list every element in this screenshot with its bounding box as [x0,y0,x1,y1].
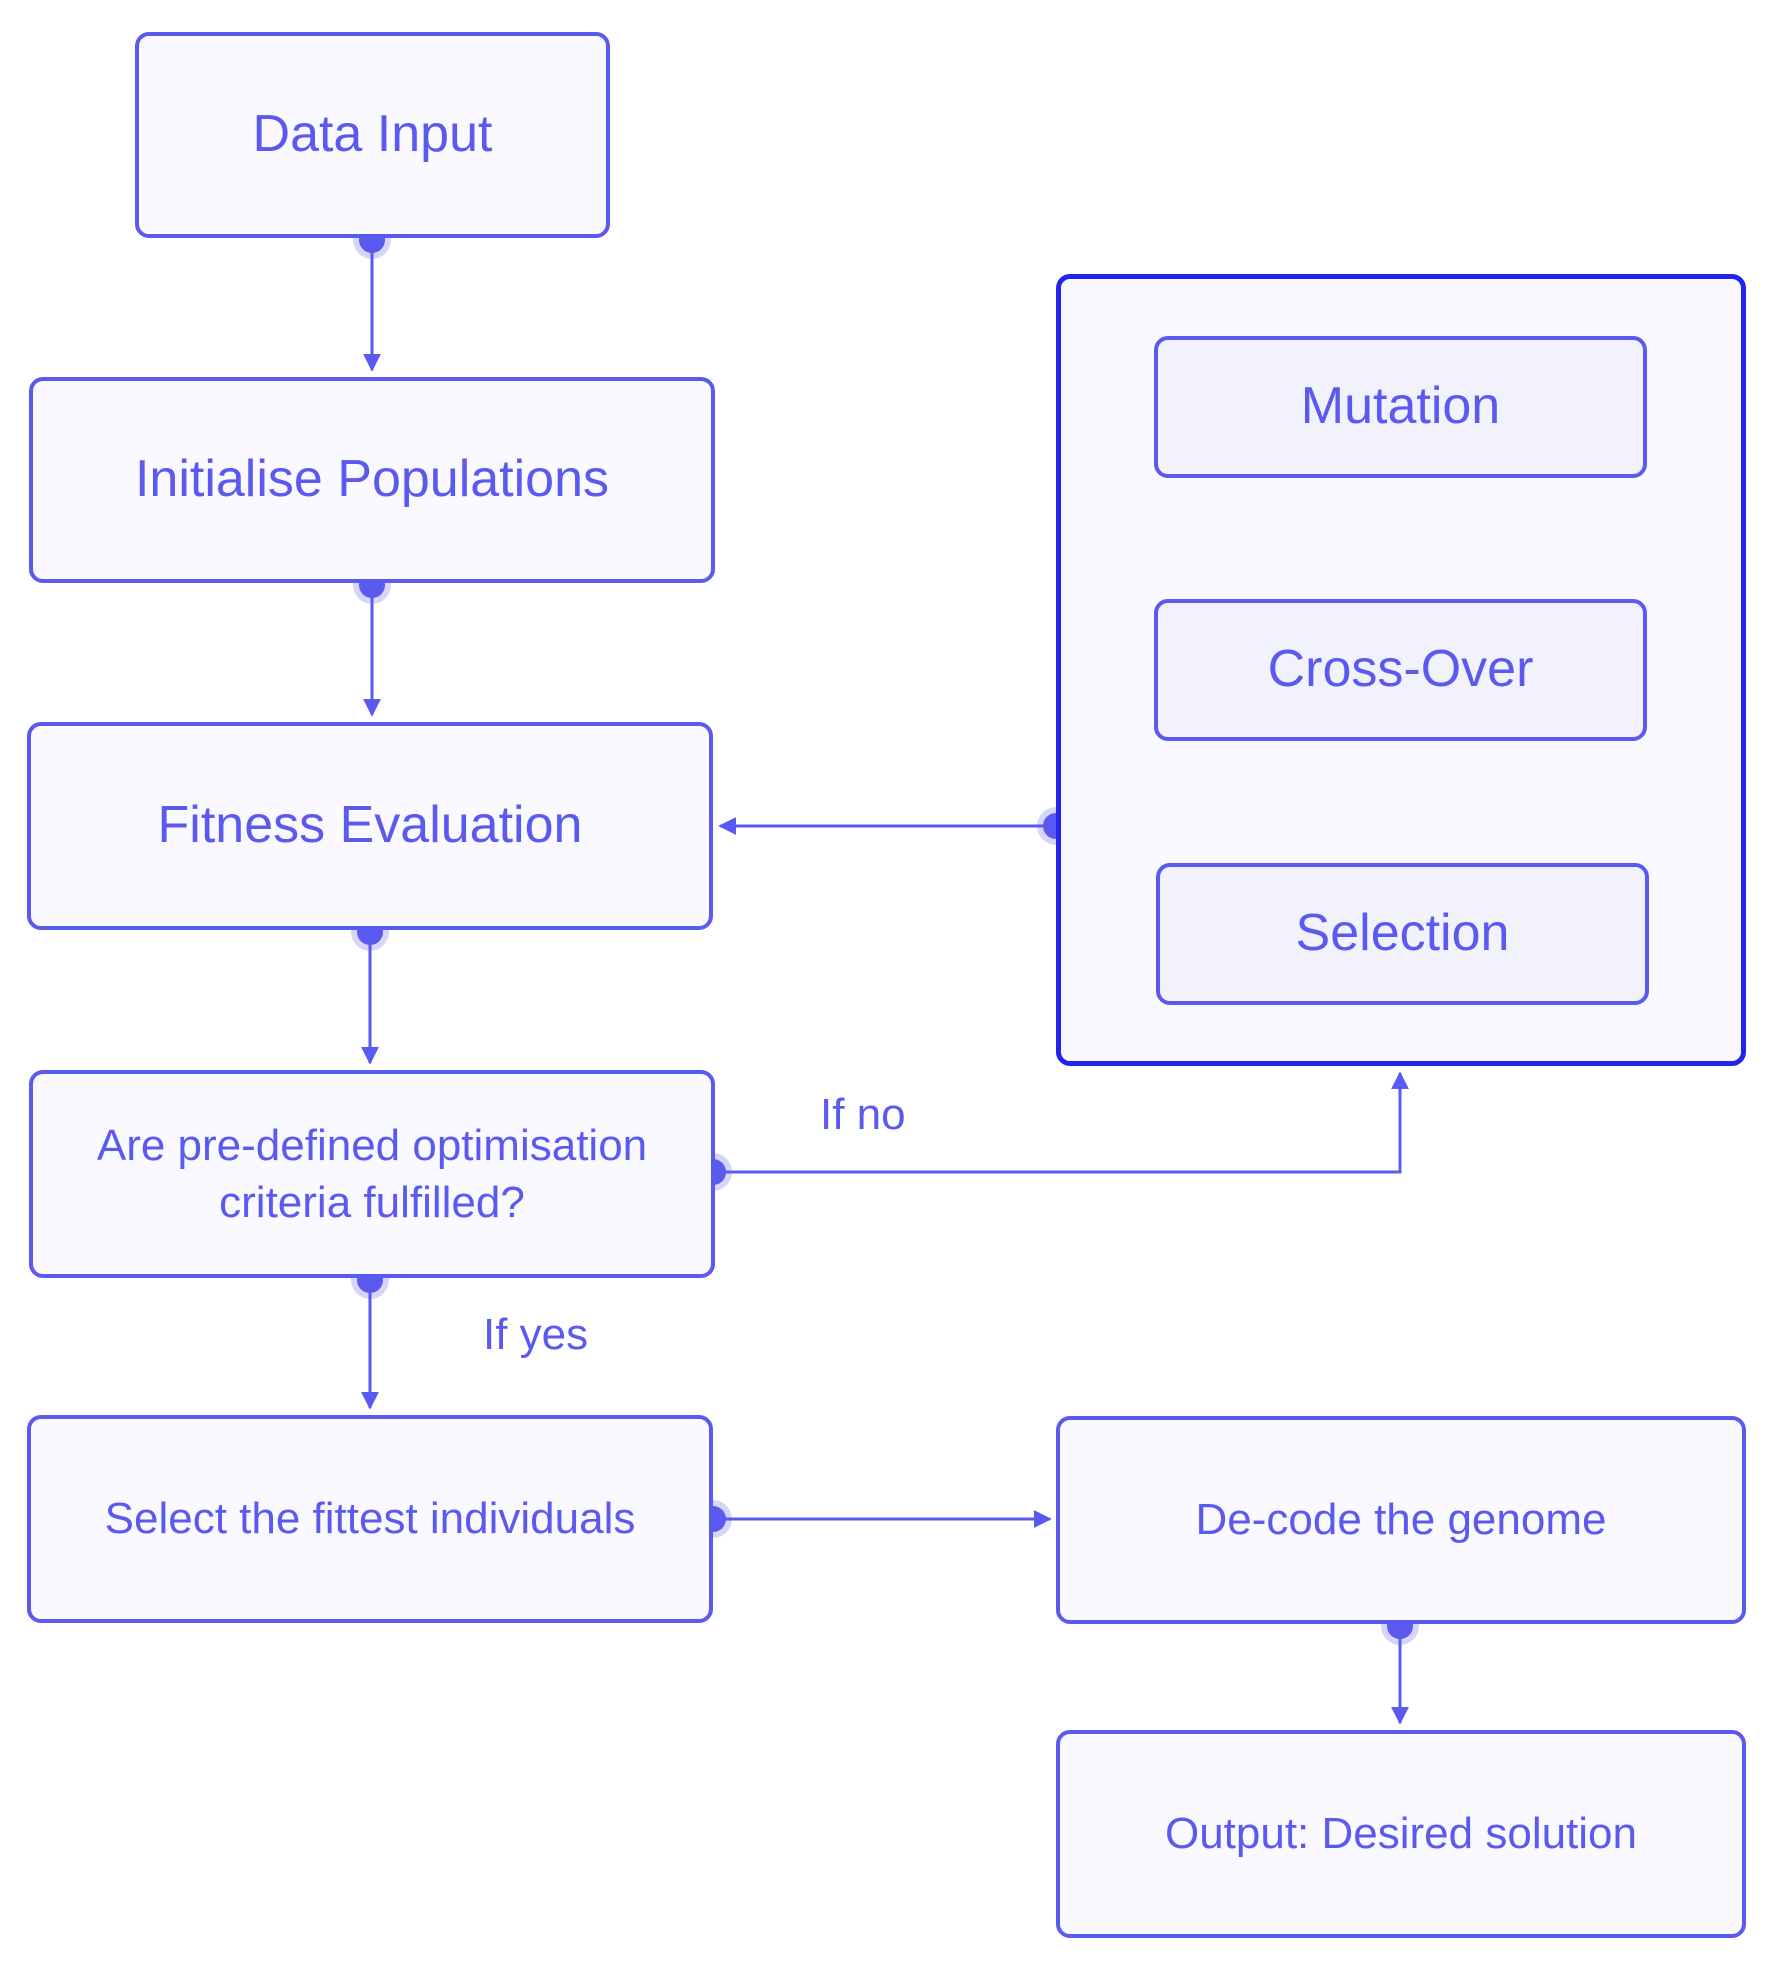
mutation-label: Mutation [1300,377,1501,436]
decode-genome-label: De-code the genome [1195,1495,1607,1545]
fitness-evaluation-node: Fitness Evaluation [27,722,713,930]
cross-over-label: Cross-Over [1267,640,1534,699]
fitness-evaluation-label: Fitness Evaluation [157,796,583,855]
criteria-decision-node: Are pre-defined optimisation criteria fu… [29,1070,715,1278]
criteria-decision-label: Are pre-defined optimisation criteria fu… [96,1120,648,1227]
if-no-label: If no [820,1090,906,1139]
select-fittest-node: Select the fittest individuals [27,1415,713,1623]
data-input-node: Data Input [135,32,610,238]
decode-genome-node: De-code the genome [1056,1416,1746,1624]
output-node: Output: Desired solution [1056,1730,1746,1938]
if-yes-label: If yes [483,1310,589,1359]
output-label: Output: Desired solution [1164,1809,1638,1859]
initialise-populations-node: Initialise Populations [29,377,715,583]
select-fittest-label: Select the fittest individuals [104,1494,636,1544]
selection-label: Selection [1295,904,1510,963]
selection-node: Selection [1156,863,1649,1005]
initialise-populations-label: Initialise Populations [134,450,610,509]
mutation-node: Mutation [1154,336,1647,478]
edge-criteria-to-operators-if-no [713,1071,1409,1174]
cross-over-node: Cross-Over [1154,599,1647,741]
data-input-label: Data Input [252,105,493,164]
